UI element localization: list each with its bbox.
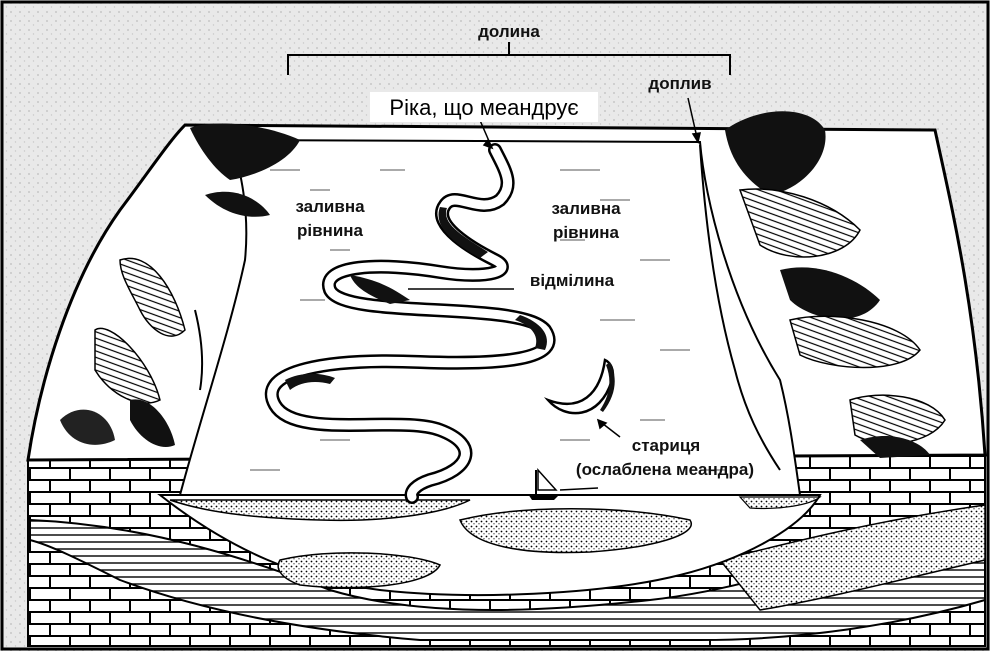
label-valley: долина xyxy=(478,22,540,41)
label-oxbow-2: (ослаблена меандра) xyxy=(576,460,754,479)
label-floodplain-right-2: рівнина xyxy=(553,223,620,242)
label-floodplain-left-1: заливна xyxy=(295,197,365,216)
label-meandering-river: Ріка, що меандрує xyxy=(389,95,578,120)
label-oxbow-1: стариця xyxy=(632,436,700,455)
label-floodplain-right-1: заливна xyxy=(551,199,621,218)
label-floodplain-left-2: рівнина xyxy=(297,221,364,240)
label-tributary: доплив xyxy=(648,74,711,93)
label-point-bar: відмілина xyxy=(530,271,615,290)
